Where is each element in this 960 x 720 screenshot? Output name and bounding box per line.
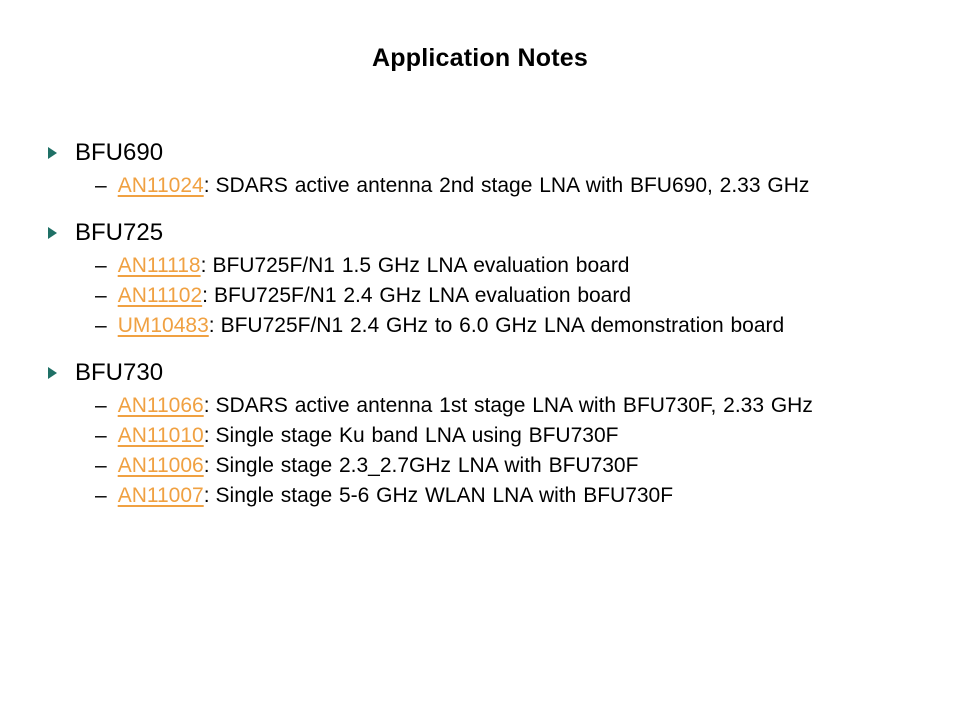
doc-link-an11007[interactable]: AN11007 bbox=[117, 484, 204, 507]
section-heading: BFU690 bbox=[48, 137, 930, 169]
section-heading: BFU725 bbox=[48, 217, 930, 249]
note-item: –AN11010:Single stage Ku band LNA using … bbox=[95, 421, 930, 451]
note-list: –AN11024:SDARS active antenna 2nd stage … bbox=[48, 171, 930, 201]
separator: : bbox=[202, 284, 208, 307]
note-description: BFU725F/N1 2.4 GHz LNA evaluation board bbox=[213, 284, 632, 307]
section-bfu690: BFU690 –AN11024:SDARS active antenna 2nd… bbox=[48, 137, 930, 201]
note-item: –AN11118:BFU725F/N1 1.5 GHz LNA evaluati… bbox=[95, 251, 930, 281]
product-name: BFU725 bbox=[75, 219, 164, 246]
product-name: BFU690 bbox=[75, 139, 164, 166]
note-item: –AN11006:Single stage 2.3_2.7GHz LNA wit… bbox=[95, 451, 930, 481]
dash: – bbox=[95, 394, 107, 417]
separator: : bbox=[203, 424, 210, 447]
content: BFU690 –AN11024:SDARS active antenna 2nd… bbox=[0, 137, 960, 511]
separator: : bbox=[203, 394, 210, 417]
separator: : bbox=[203, 484, 210, 507]
note-description: Single stage 5-6 GHz WLAN LNA with BFU73… bbox=[215, 484, 674, 507]
dash: – bbox=[95, 314, 107, 337]
note-description: Single stage 2.3_2.7GHz LNA with BFU730F bbox=[215, 454, 639, 477]
note-item: –AN11066:SDARS active antenna 1st stage … bbox=[95, 391, 930, 421]
section-bfu725: BFU725 –AN11118:BFU725F/N1 1.5 GHz LNA e… bbox=[48, 217, 930, 341]
triangle-right-bullet-icon bbox=[48, 367, 57, 379]
note-description: SDARS active antenna 1st stage LNA with … bbox=[215, 394, 813, 417]
note-item: –AN11007:Single stage 5-6 GHz WLAN LNA w… bbox=[95, 481, 930, 511]
triangle-right-bullet-icon bbox=[48, 227, 57, 239]
note-item: –AN11024:SDARS active antenna 2nd stage … bbox=[95, 171, 930, 201]
section-bfu730: BFU730 –AN11066:SDARS active antenna 1st… bbox=[48, 357, 930, 511]
note-list: –AN11118:BFU725F/N1 1.5 GHz LNA evaluati… bbox=[48, 251, 930, 341]
separator: : bbox=[203, 454, 210, 477]
dash: – bbox=[95, 424, 107, 447]
triangle-right-bullet-icon bbox=[48, 147, 57, 159]
note-description: SDARS active antenna 2nd stage LNA with … bbox=[215, 174, 810, 197]
note-description: BFU725F/N1 2.4 GHz to 6.0 GHz LNA demons… bbox=[220, 314, 785, 337]
separator: : bbox=[208, 314, 215, 337]
doc-link-an11102[interactable]: AN11102 bbox=[117, 284, 203, 307]
note-item: –UM10483:BFU725F/N1 2.4 GHz to 6.0 GHz L… bbox=[95, 311, 930, 341]
dash: – bbox=[95, 284, 107, 307]
section-heading: BFU730 bbox=[48, 357, 930, 389]
separator: : bbox=[203, 174, 210, 197]
note-description: BFU725F/N1 1.5 GHz LNA evaluation board bbox=[212, 254, 630, 277]
doc-link-an11066[interactable]: AN11066 bbox=[117, 394, 204, 417]
note-item: –AN11102:BFU725F/N1 2.4 GHz LNA evaluati… bbox=[95, 281, 930, 311]
dash: – bbox=[95, 484, 107, 507]
doc-link-an11006[interactable]: AN11006 bbox=[117, 454, 204, 477]
doc-link-an11024[interactable]: AN11024 bbox=[117, 174, 204, 197]
product-name: BFU730 bbox=[75, 359, 164, 386]
dash: – bbox=[95, 454, 107, 477]
doc-link-an11118[interactable]: AN11118 bbox=[117, 254, 201, 277]
note-description: Single stage Ku band LNA using BFU730F bbox=[215, 424, 619, 447]
note-list: –AN11066:SDARS active antenna 1st stage … bbox=[48, 391, 930, 511]
doc-link-an11010[interactable]: AN11010 bbox=[117, 424, 204, 447]
doc-link-um10483[interactable]: UM10483 bbox=[117, 314, 209, 337]
dash: – bbox=[95, 174, 107, 197]
page-title: Application Notes bbox=[372, 44, 588, 72]
separator: : bbox=[200, 254, 207, 277]
dash: – bbox=[95, 254, 107, 277]
